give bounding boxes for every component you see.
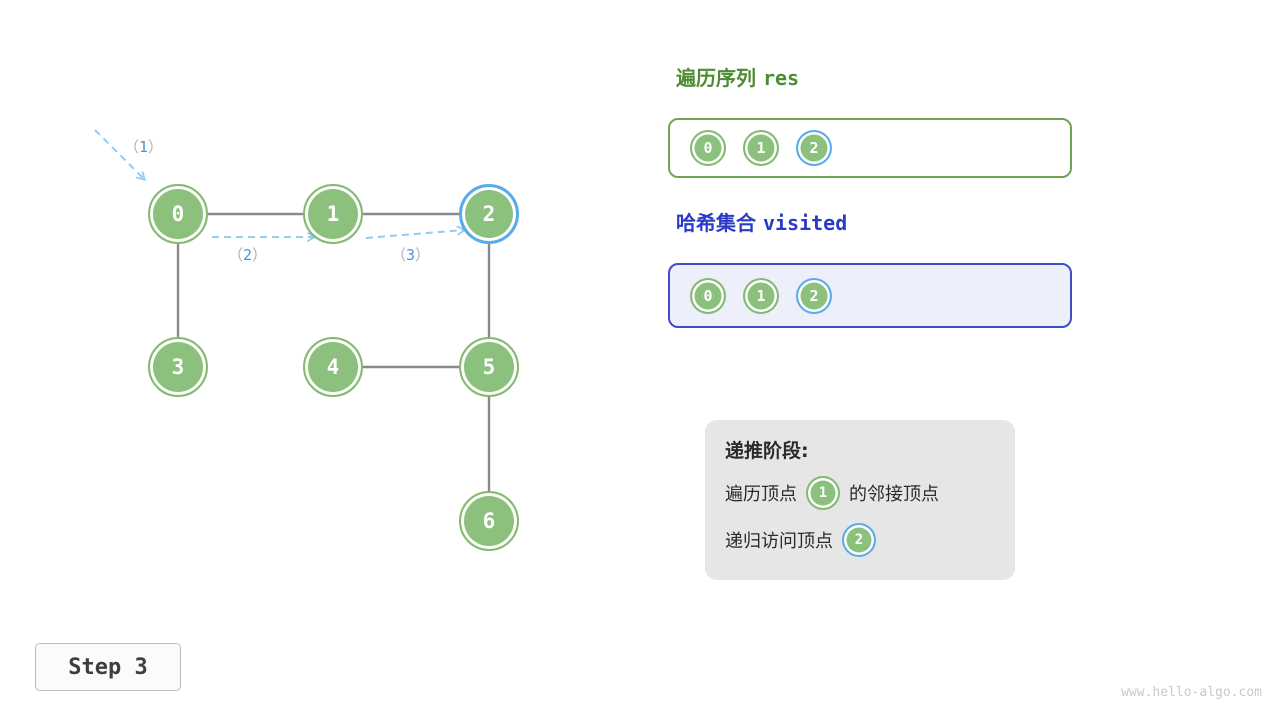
- graph-node-0-label: 0: [171, 202, 185, 226]
- visited-panel-box: 0 1 2: [668, 263, 1072, 328]
- order-label-1-open: （: [124, 138, 140, 156]
- phase-title: 递推阶段:: [725, 440, 809, 462]
- phase-line-2-node: 2: [842, 523, 876, 557]
- graph-node-4: 4: [303, 337, 363, 397]
- graph-node-1-label: 1: [326, 202, 340, 226]
- visited-node-2: 2: [796, 277, 832, 314]
- order-label-2-close: ）: [252, 246, 268, 264]
- res-panel-title: 遍历序列 res: [676, 62, 799, 91]
- order-label-1: （1）: [124, 136, 163, 157]
- visited-node-1-label: 1: [756, 286, 766, 305]
- graph-node-6: 6: [459, 491, 519, 551]
- phase-line-2-prefix: 递归访问顶点: [725, 531, 833, 552]
- visited-node-2-label: 2: [809, 286, 819, 305]
- graph-node-4-label: 4: [326, 355, 340, 379]
- order-label-2-open: （: [228, 246, 244, 264]
- res-panel-title-code: res: [762, 66, 800, 90]
- graph-node-2: 2: [459, 184, 519, 244]
- step-indicator: Step 3: [35, 643, 181, 691]
- order-label-2-num: 2: [243, 246, 253, 264]
- order-label-2: （2）: [228, 244, 267, 265]
- visited-panel-title: 哈希集合 visited: [676, 207, 847, 236]
- graph-node-3: 3: [148, 337, 208, 397]
- order-label-3-open: （: [391, 246, 407, 264]
- visited-node-1: 1: [743, 277, 779, 314]
- step-indicator-label: Step 3: [68, 654, 148, 680]
- order-label-1-close: ）: [148, 138, 164, 156]
- res-panel-title-cn: 遍历序列: [676, 66, 756, 90]
- visited-panel-title-cn: 哈希集合: [676, 211, 756, 235]
- phase-line-1-node: 1: [806, 476, 840, 510]
- res-node-2-label: 2: [809, 139, 819, 157]
- res-node-0: 0: [690, 130, 726, 166]
- visited-node-0: 0: [690, 277, 726, 314]
- phase-line-1-node-label: 1: [818, 485, 828, 501]
- graph-node-3-label: 3: [171, 355, 185, 379]
- res-node-2: 2: [796, 130, 832, 166]
- phase-line-2-node-label: 2: [854, 532, 864, 548]
- graph-node-0: 0: [148, 184, 208, 244]
- traversal-arrow-3: [365, 230, 464, 239]
- phase-line-2: 递归访问顶点 2: [725, 523, 995, 557]
- order-label-3: （3）: [391, 244, 430, 265]
- graph-node-1: 1: [303, 184, 363, 244]
- watermark: www.hello-algo.com: [1121, 685, 1262, 700]
- res-panel-box: 0 1 2: [668, 118, 1072, 178]
- graph-node-6-label: 6: [482, 509, 496, 533]
- graph-node-5-label: 5: [482, 355, 496, 379]
- graph-node-5: 5: [459, 337, 519, 397]
- phase-line-1-suffix: 的邻接顶点: [849, 484, 939, 505]
- graph-node-2-label: 2: [482, 202, 496, 226]
- res-node-0-label: 0: [703, 139, 713, 157]
- phase-line-1-prefix: 遍历顶点: [725, 484, 797, 505]
- res-node-1-label: 1: [756, 139, 766, 157]
- order-label-3-num: 3: [406, 246, 416, 264]
- visited-node-0-label: 0: [703, 286, 713, 305]
- order-label-1-num: 1: [139, 138, 149, 156]
- res-node-1: 1: [743, 130, 779, 166]
- visited-panel-title-code: visited: [762, 211, 848, 235]
- phase-info-box: 递推阶段: 遍历顶点 1 的邻接顶点 递归访问顶点 2: [705, 420, 1015, 580]
- phase-line-1: 遍历顶点 1 的邻接顶点: [725, 476, 995, 510]
- order-label-3-close: ）: [415, 246, 431, 264]
